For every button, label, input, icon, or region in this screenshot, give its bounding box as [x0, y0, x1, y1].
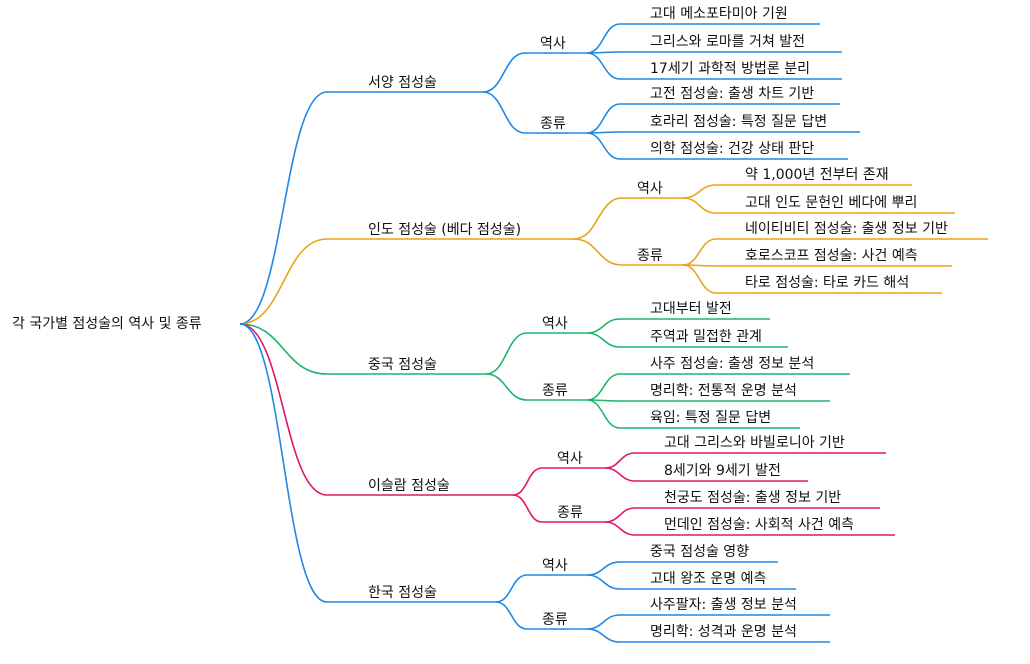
group-node-label: 역사 [540, 36, 566, 52]
group-node-label: 종류 [637, 248, 663, 264]
leaf-connector [586, 399, 621, 429]
group-connector [495, 601, 528, 630]
leaf-node-label: 주역과 밀접한 관계 [650, 329, 762, 345]
group-connector [485, 332, 528, 375]
branch-connector [239, 323, 328, 603]
leaf-node-label: 고전 점성술: 출생 차트 기반 [650, 86, 814, 102]
group-connector [495, 574, 528, 603]
leaf-connector [586, 52, 621, 80]
group-connector [485, 373, 528, 401]
leaf-node-label: 의학 점성술: 건강 상태 판단 [650, 141, 814, 157]
branch-node-label: 인도 점성술 (베다 점성술) [368, 222, 521, 238]
leaf-connector [586, 574, 621, 590]
leaf-connector [682, 264, 717, 294]
leaf-connector [682, 184, 717, 199]
group-node-label: 역사 [637, 181, 663, 197]
group-connector [512, 467, 543, 496]
leaf-node-label: 17세기 과학적 방법론 분리 [650, 61, 810, 77]
leaf-node-label: 먼데인 점성술: 사회적 사건 예측 [664, 517, 854, 533]
leaf-connector [586, 103, 621, 134]
leaf-connector [586, 332, 621, 348]
branch-node-label: 이슬람 점성술 [368, 478, 450, 494]
leaf-connector [604, 507, 636, 523]
leaf-connector [604, 467, 636, 482]
leaf-node-label: 고대부터 발전 [650, 301, 732, 317]
root-node-label: 각 국가별 점성술의 역사 및 종류 [12, 316, 202, 332]
group-node-label: 역사 [557, 451, 583, 467]
group-node-label: 역사 [542, 558, 568, 574]
group-connector [512, 494, 543, 523]
leaf-connector [604, 452, 636, 469]
leaf-node-label: 약 1,000년 전부터 존재 [745, 167, 889, 183]
branch-connector [239, 91, 328, 325]
leaf-node-label: 육임: 특정 질문 답변 [650, 410, 771, 426]
leaf-connector [586, 373, 621, 401]
leaf-node-label: 사주 점성술: 출생 정보 분석 [650, 356, 814, 372]
group-connector [573, 238, 623, 266]
leaf-connector [586, 132, 621, 160]
branch-connector [239, 323, 328, 375]
leaf-connector [682, 238, 717, 266]
leaf-node-label: 명리학: 성격과 운명 분석 [650, 624, 797, 640]
leaf-node-label: 중국 점성술 영향 [650, 544, 749, 560]
group-connector [482, 91, 526, 134]
mindmap-connectors [239, 23, 988, 643]
leaf-node-label: 타로 점성술: 타로 카드 해석 [745, 275, 909, 291]
leaf-node-label: 고대 왕조 운명 예측 [650, 571, 767, 587]
leaf-node-label: 8세기와 9세기 발전 [664, 463, 781, 479]
leaf-node-label: 명리학: 전통적 운명 분석 [650, 383, 797, 399]
group-node-label: 역사 [542, 316, 568, 332]
leaf-connector [586, 628, 621, 643]
leaf-node-label: 고대 그리스와 바빌로니아 기반 [664, 435, 845, 451]
branch-connector [239, 238, 328, 325]
leaf-connector [604, 521, 636, 536]
group-connector [482, 52, 526, 93]
group-node-label: 종류 [542, 612, 568, 628]
leaf-connector [586, 23, 621, 54]
group-node-label: 종류 [542, 383, 568, 399]
leaf-node-label: 고대 인도 문헌인 베다에 뿌리 [745, 195, 917, 211]
leaf-connector [586, 614, 621, 630]
leaf-node-label: 천궁도 점성술: 출생 정보 기반 [664, 490, 841, 506]
leaf-node-label: 사주팔자: 출생 정보 분석 [650, 597, 797, 613]
leaf-node-label: 그리스와 로마를 거쳐 발전 [650, 34, 805, 50]
group-node-label: 종류 [557, 505, 583, 521]
leaf-node-label: 네이티비티 점성술: 출생 정보 기반 [745, 221, 948, 237]
leaf-node-label: 호라리 점성술: 특정 질문 답변 [650, 114, 827, 130]
branch-connector [239, 323, 328, 496]
group-connector [573, 197, 623, 240]
group-node-label: 종류 [540, 116, 566, 132]
leaf-node-label: 호로스코프 점성술: 사건 예측 [745, 248, 918, 264]
branch-node-label: 서양 점성술 [368, 75, 437, 91]
branch-node-label: 한국 점성술 [368, 585, 437, 601]
leaf-connector [682, 197, 717, 214]
branch-node-label: 중국 점성술 [368, 357, 437, 373]
leaf-node-label: 고대 메소포타미아 기원 [650, 6, 788, 22]
leaf-connector [586, 318, 621, 334]
leaf-connector [586, 561, 621, 576]
